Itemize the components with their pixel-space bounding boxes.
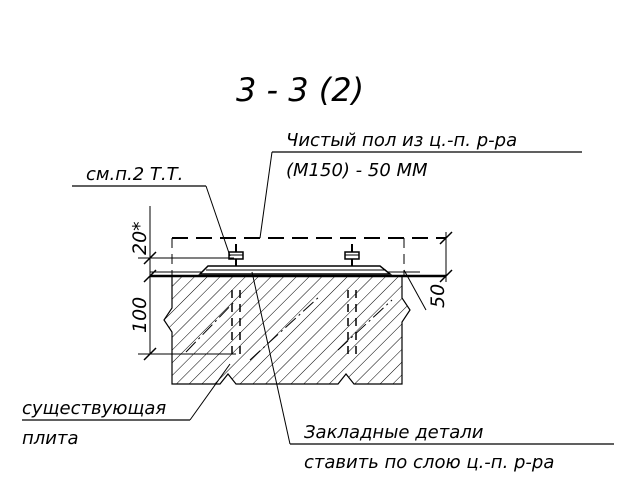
dim-floor-label: 50 — [427, 284, 449, 308]
embedded-label-line1: Закладные детали — [304, 422, 484, 443]
dimension-left — [138, 206, 236, 361]
leader-floor — [259, 151, 582, 239]
embedded-label-line2: ставить по слою ц.-п. р-ра — [304, 452, 554, 473]
embedded-plate — [198, 265, 393, 275]
anchor-bolt-left — [228, 244, 244, 354]
existing-slab-label-line2: плита — [22, 428, 79, 449]
floor-label-line2: (М150) - 50 ММ — [286, 160, 428, 181]
dim-top-label: 20* — [129, 221, 151, 255]
section-title: 3 - 3 (2) — [236, 71, 364, 109]
dimension-right — [403, 231, 453, 311]
dim-slab-label: 100 — [129, 297, 151, 333]
leader-embedded — [251, 271, 614, 445]
see-note-label: см.п.2 Т.Т. — [86, 164, 183, 185]
leader-existing-slab — [22, 363, 231, 421]
anchor-bolt-right — [344, 244, 360, 354]
floor-label-line1: Чистый пол из ц.-п. р-ра — [286, 130, 517, 151]
existing-slab-label-line1: существующая — [22, 398, 166, 419]
existing-slab — [163, 276, 411, 385]
leader-see-note — [72, 185, 231, 257]
